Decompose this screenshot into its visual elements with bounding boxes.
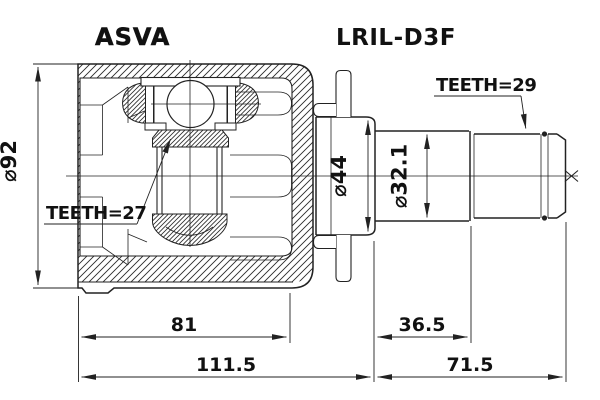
joint-length-dim: 111.5 bbox=[196, 354, 256, 376]
housing-cavity-outline bbox=[79, 77, 293, 257]
housing-section bbox=[77, 63, 314, 294]
snap-ring-bottom bbox=[541, 215, 548, 221]
shaft-diameter-label: ⌀32.1 bbox=[388, 144, 412, 208]
teeth27-leader bbox=[136, 138, 171, 225]
stub-shaft-length-dim: 71.5 bbox=[447, 354, 494, 376]
cage-ring-left bbox=[145, 82, 154, 124]
inner-race-spline-collar bbox=[152, 129, 229, 148]
cage-ring-right bbox=[227, 82, 236, 124]
outer-teeth-label: TEETH=29 bbox=[436, 75, 536, 96]
dimension-lines bbox=[33, 63, 567, 382]
part-number: LRIL-D3F bbox=[336, 25, 456, 51]
shaft-section-length-dim: 36.5 bbox=[399, 314, 446, 336]
boot-clamp-flange-bottom bbox=[335, 235, 352, 283]
centerline-end-mark bbox=[564, 170, 579, 182]
race-shoulder-right bbox=[214, 122, 237, 131]
teeth29-leader bbox=[520, 95, 527, 129]
inner-teeth-label: TEETH=27 bbox=[46, 203, 146, 224]
boot-groove-tab-top bbox=[312, 102, 336, 118]
shaft-32-section bbox=[375, 130, 469, 222]
housing-outline bbox=[77, 63, 314, 294]
housing-depth-dim: 81 bbox=[171, 314, 197, 336]
snap-ring-top bbox=[541, 131, 548, 137]
centerlines bbox=[66, 60, 579, 247]
brand-title: ASVA bbox=[95, 23, 170, 51]
extension-lines bbox=[33, 63, 567, 382]
housing-diameter-label: ⌀92 bbox=[0, 140, 21, 182]
sleeve-bore-lines bbox=[156, 147, 223, 214]
boot-clamp-flange-top bbox=[335, 69, 352, 117]
spline-surface-lines bbox=[474, 133, 557, 219]
race-shoulder-left bbox=[144, 122, 167, 131]
ball-cage-assembly bbox=[121, 76, 261, 148]
boot-groove-tab-bottom bbox=[312, 234, 336, 250]
housing-wall-hatch bbox=[78, 64, 313, 282]
boot-seat-diameter-label: ⌀44 bbox=[327, 155, 351, 197]
